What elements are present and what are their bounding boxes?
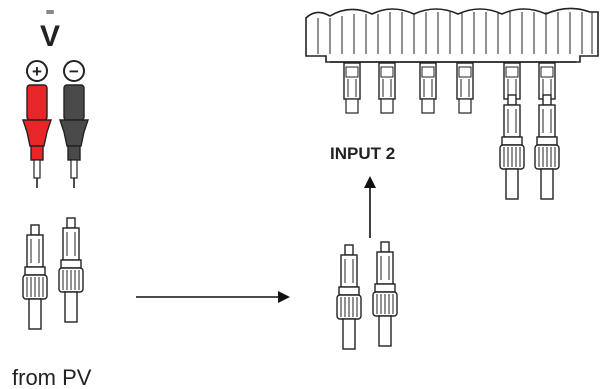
pv-connector-pair <box>22 217 84 330</box>
voltage-symbol: V <box>40 20 60 53</box>
inverter-sockets <box>343 62 556 100</box>
inverter <box>305 7 599 200</box>
dc-bars-icon: ═ <box>45 5 54 19</box>
connected-plug-pair <box>336 241 398 350</box>
negative-sign: − <box>69 62 79 81</box>
positive-probe-handle <box>26 84 48 121</box>
source-label: from PV <box>12 365 92 389</box>
right-arrow <box>136 291 290 303</box>
input-label: INPUT 2 <box>330 144 395 163</box>
negative-probe-handle <box>63 84 85 121</box>
negative-probe: − <box>59 60 89 188</box>
up-arrow <box>364 176 376 238</box>
inserted-plugs <box>499 94 560 200</box>
positive-probe: + <box>22 60 52 188</box>
voltmeter: ═ V + − <box>22 5 89 188</box>
inverter-heatsink <box>305 7 599 63</box>
positive-sign: + <box>32 62 42 81</box>
